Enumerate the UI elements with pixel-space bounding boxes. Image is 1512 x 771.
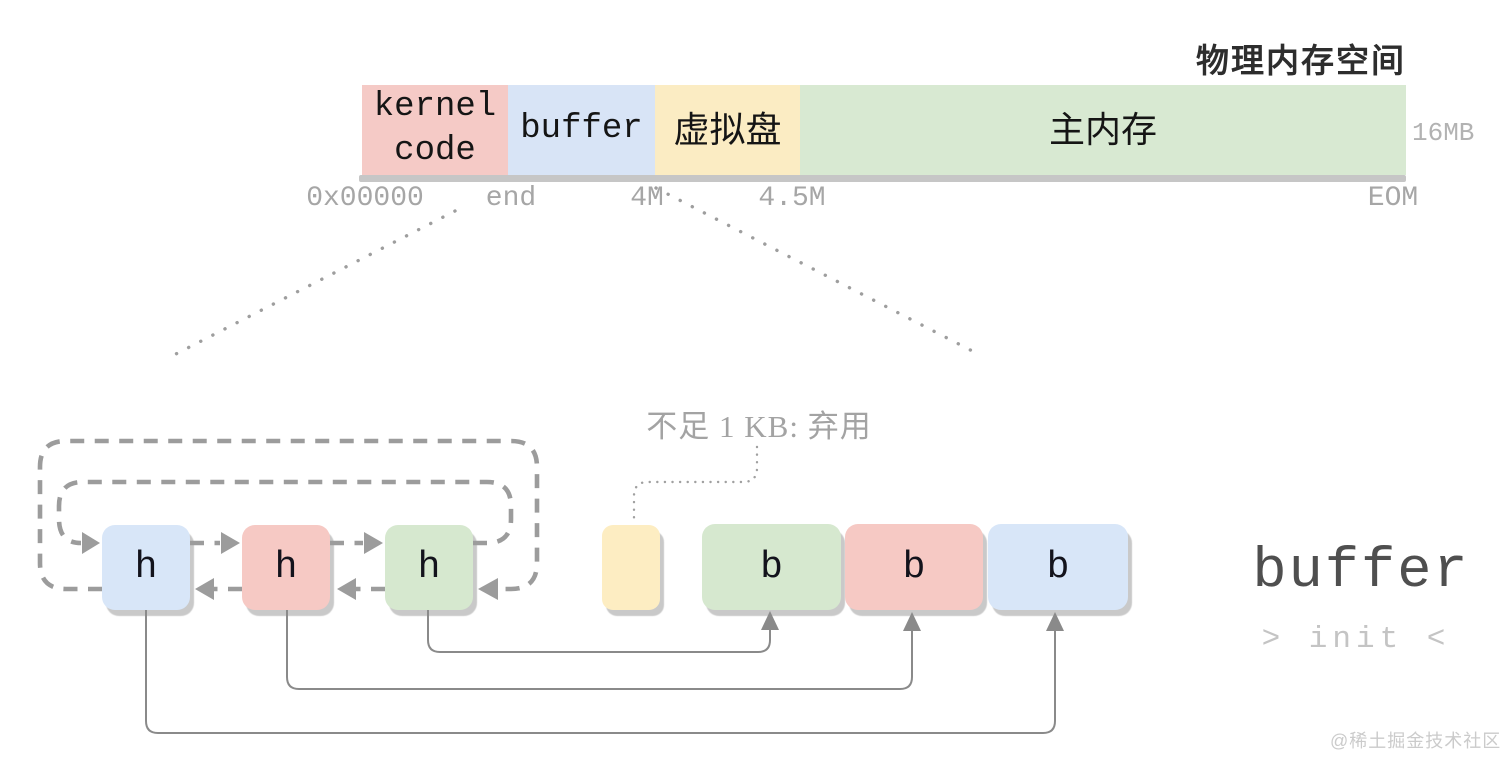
memory-segment-label: 主内存 [1048, 109, 1157, 150]
memory-segment-virtual-disk: 虚拟盘 [655, 85, 800, 175]
buffer-header-box-3: h [385, 525, 473, 610]
buffer-header-box-2: h [242, 525, 330, 610]
expand-guide-left [168, 209, 457, 359]
buffer-block-box-2: b [845, 524, 983, 610]
buffer-block-label: b [902, 545, 926, 589]
buffer-header-box-1: h [102, 525, 190, 610]
header-to-block-connectors [145, 610, 1056, 734]
expand-guide-dotted-lines [168, 186, 984, 359]
address-label-4m: 4M [630, 183, 664, 214]
arrowhead-right-icon [221, 532, 240, 554]
caption-init: > init < [1261, 622, 1451, 657]
address-label-eom: EOM [1367, 183, 1419, 214]
memory-segment-label: buffer [520, 110, 643, 149]
discard-pointer-dotted-line [632, 445, 759, 525]
arrowhead-left-icon [337, 578, 356, 600]
arrowhead-left-icon [478, 578, 498, 600]
memory-segment-label: kernel code [373, 88, 497, 170]
arrowhead-left-icon [195, 578, 214, 600]
buffer-block-label: b [1046, 545, 1070, 589]
buffer-header-label: h [417, 546, 441, 589]
buffer-block-box-3: b [988, 524, 1128, 610]
buffer-block-label: b [760, 545, 783, 589]
memory-segment-buffer: buffer [508, 85, 655, 175]
discard-note: 不足 1 KB: 弃用 [646, 409, 872, 444]
buffer-block-box-1: b [702, 524, 841, 610]
connector-red-h-to-red-b [286, 610, 913, 690]
memory-segment-kernel-code: kernel code [362, 85, 508, 175]
memory-bar-shadow [359, 175, 1406, 182]
address-label-start: 0x00000 [306, 183, 424, 214]
arrowhead-up-icon [1046, 612, 1064, 631]
address-label-end: end [485, 183, 537, 214]
arrowhead-up-icon [761, 611, 779, 630]
memory-segment-label: 虚拟盘 [673, 109, 782, 150]
connector-arrowheads [761, 611, 1064, 631]
connector-blue-h-to-blue-b [145, 610, 1056, 734]
memory-segment-main-memory: 主内存 [800, 85, 1406, 175]
connector-green-h-to-green-b [427, 610, 771, 653]
discarded-fragment-box [602, 525, 660, 610]
page-title: 物理内存空间 [1196, 44, 1406, 80]
address-label-4-5m: 4.5M [758, 183, 826, 214]
buffer-header-label: h [274, 546, 298, 589]
buffer-header-label: h [134, 546, 158, 589]
arrowhead-right-icon [364, 532, 383, 554]
watermark: @稀土掘金技术社区 [1330, 731, 1502, 751]
caption-buffer: buffer [1252, 540, 1470, 604]
arrowhead-right-icon [82, 532, 100, 554]
arrowhead-up-icon [903, 612, 921, 631]
capacity-label: 16MB [1412, 118, 1475, 148]
memory-bar: kernel code buffer 虚拟盘 主内存 [362, 85, 1406, 175]
